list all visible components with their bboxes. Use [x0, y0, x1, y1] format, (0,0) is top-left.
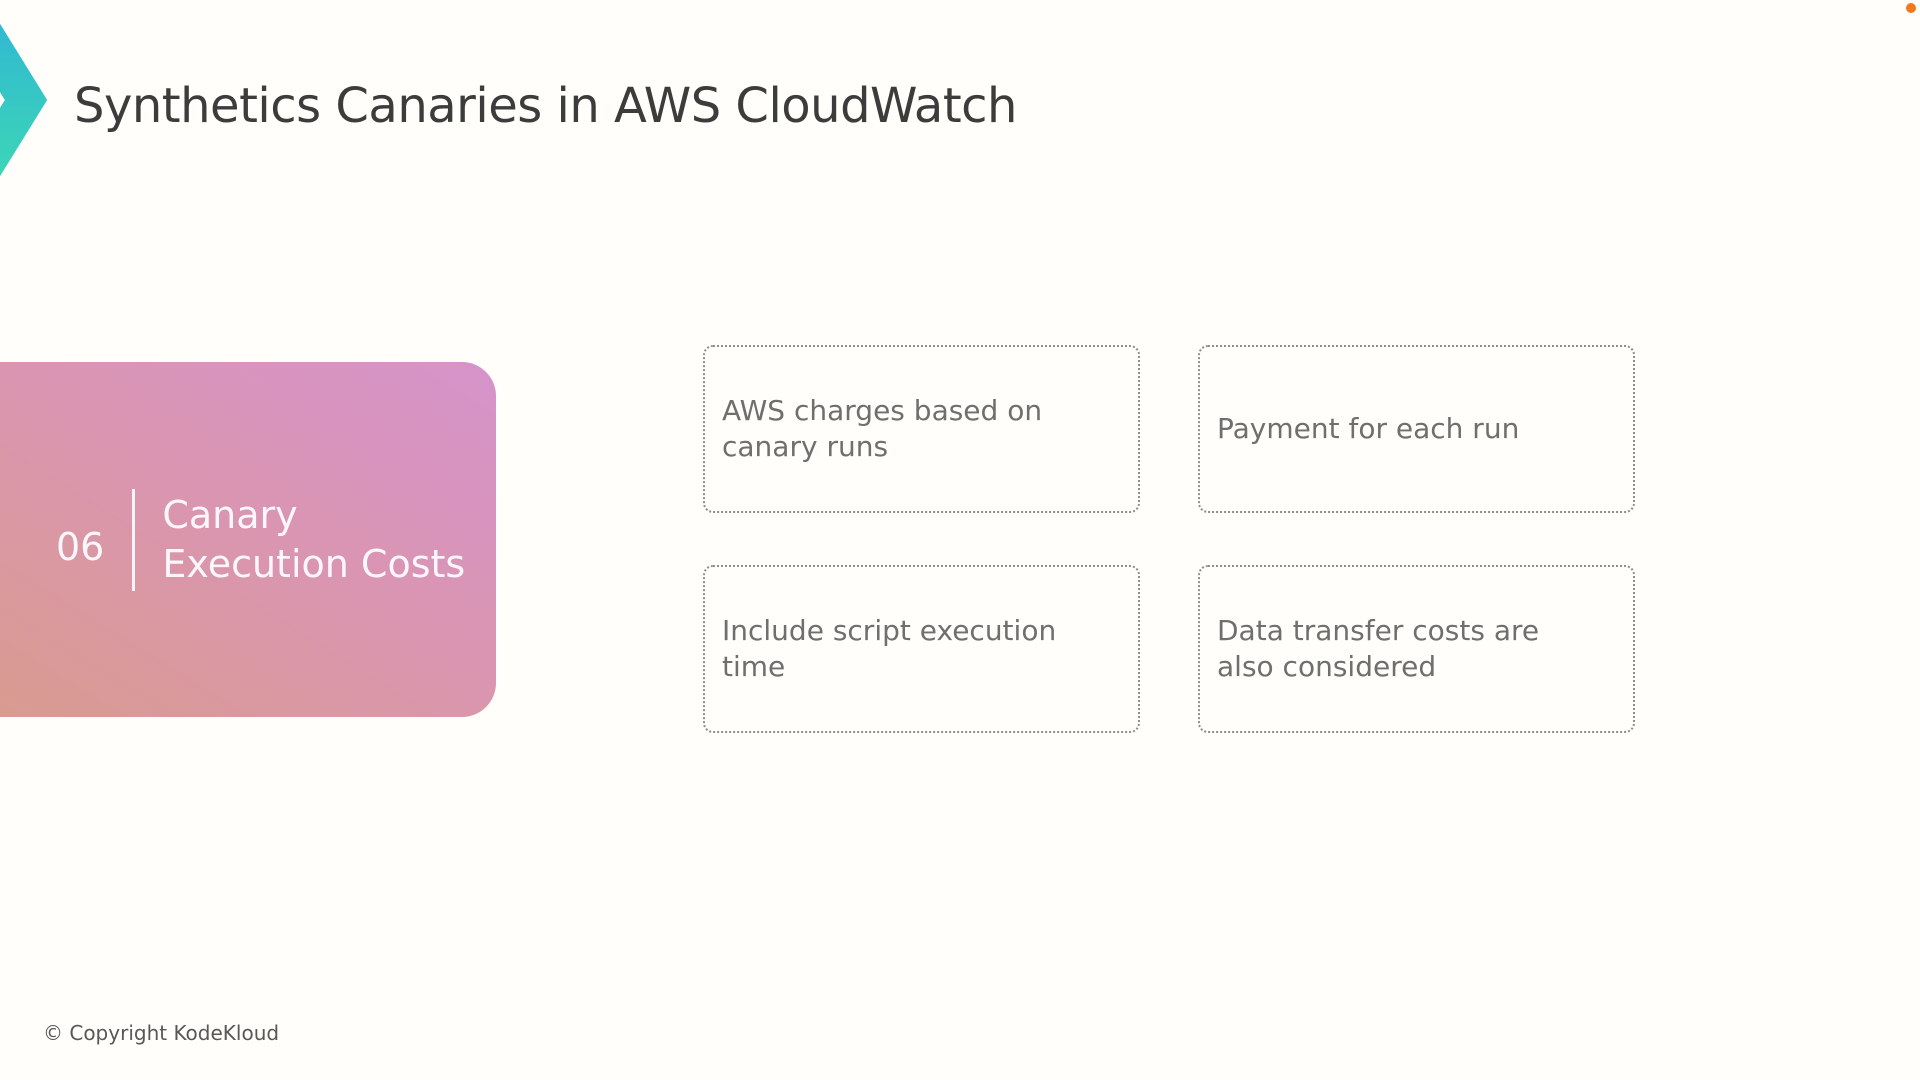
section-title: Canary Execution Costs — [162, 492, 466, 586]
section-card: 06 Canary Execution Costs — [0, 362, 496, 717]
points-grid: AWS charges based on canary runs Payment… — [703, 345, 1635, 733]
slide-title: Synthetics Canaries in AWS CloudWatch — [74, 78, 1017, 134]
point-card-text: Payment for each run — [1217, 412, 1520, 445]
section-number: 06 — [56, 524, 105, 569]
point-card: Payment for each run — [1198, 345, 1635, 513]
point-card-text: AWS charges based on canary runs — [722, 394, 1043, 463]
point-card: Include script execution time — [703, 565, 1140, 733]
point-card: AWS charges based on canary runs — [703, 345, 1140, 513]
section-card-content: 06 Canary Execution Costs — [0, 488, 496, 591]
section-divider — [132, 488, 136, 591]
point-card: Data transfer costs are also considered — [1198, 565, 1635, 733]
recording-dot-icon — [1906, 3, 1916, 13]
kodekloud-chevron-logo-icon — [0, 22, 56, 182]
point-card-text: Data transfer costs are also considered — [1217, 614, 1540, 683]
copyright-text: © Copyright KodeKloud — [43, 1021, 280, 1045]
point-card-text: Include script execution time — [722, 614, 1057, 683]
